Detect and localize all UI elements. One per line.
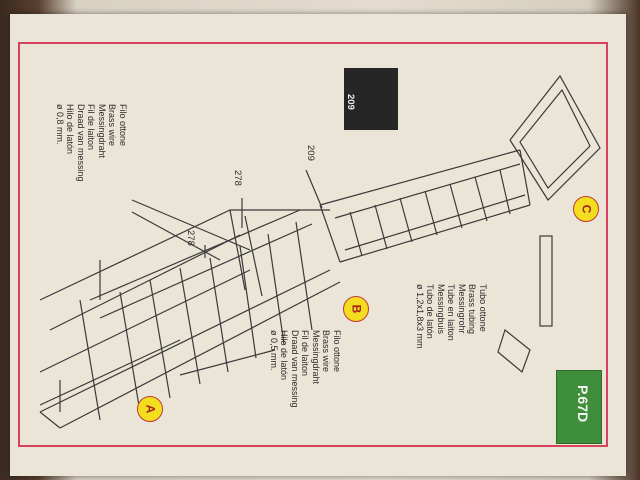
label-wire-05: Filo ottone Brass wire Messingdraht Fil … bbox=[269, 330, 342, 408]
tube-detail bbox=[539, 235, 553, 327]
page-border bbox=[18, 42, 608, 447]
section-marker-a: A bbox=[137, 396, 163, 422]
leader-wire-05 bbox=[179, 349, 276, 376]
part-badge-209 bbox=[344, 68, 398, 130]
badge-number: 209 bbox=[345, 94, 356, 110]
ladder-a-drawing bbox=[39, 209, 341, 429]
leader-wire-08 bbox=[131, 199, 251, 251]
part-number-278-lower: 278 bbox=[185, 230, 196, 246]
section-marker-b: B bbox=[343, 296, 369, 322]
instruction-page bbox=[10, 14, 626, 476]
part-number-278-upper: 278 bbox=[232, 170, 243, 186]
section-marker-c: C bbox=[573, 196, 599, 222]
label-tubing: Tubo ottone Brass tubing Messingrohr Tub… bbox=[415, 284, 488, 349]
page-code-badge: P.67D bbox=[556, 370, 602, 444]
ladder-c-drawing bbox=[319, 74, 601, 263]
part-number-209: 209 bbox=[305, 145, 316, 161]
label-wire-08: Filo ottone Brass wire Messingdraht Fil … bbox=[55, 104, 128, 182]
page-code: P.67D bbox=[575, 385, 591, 423]
